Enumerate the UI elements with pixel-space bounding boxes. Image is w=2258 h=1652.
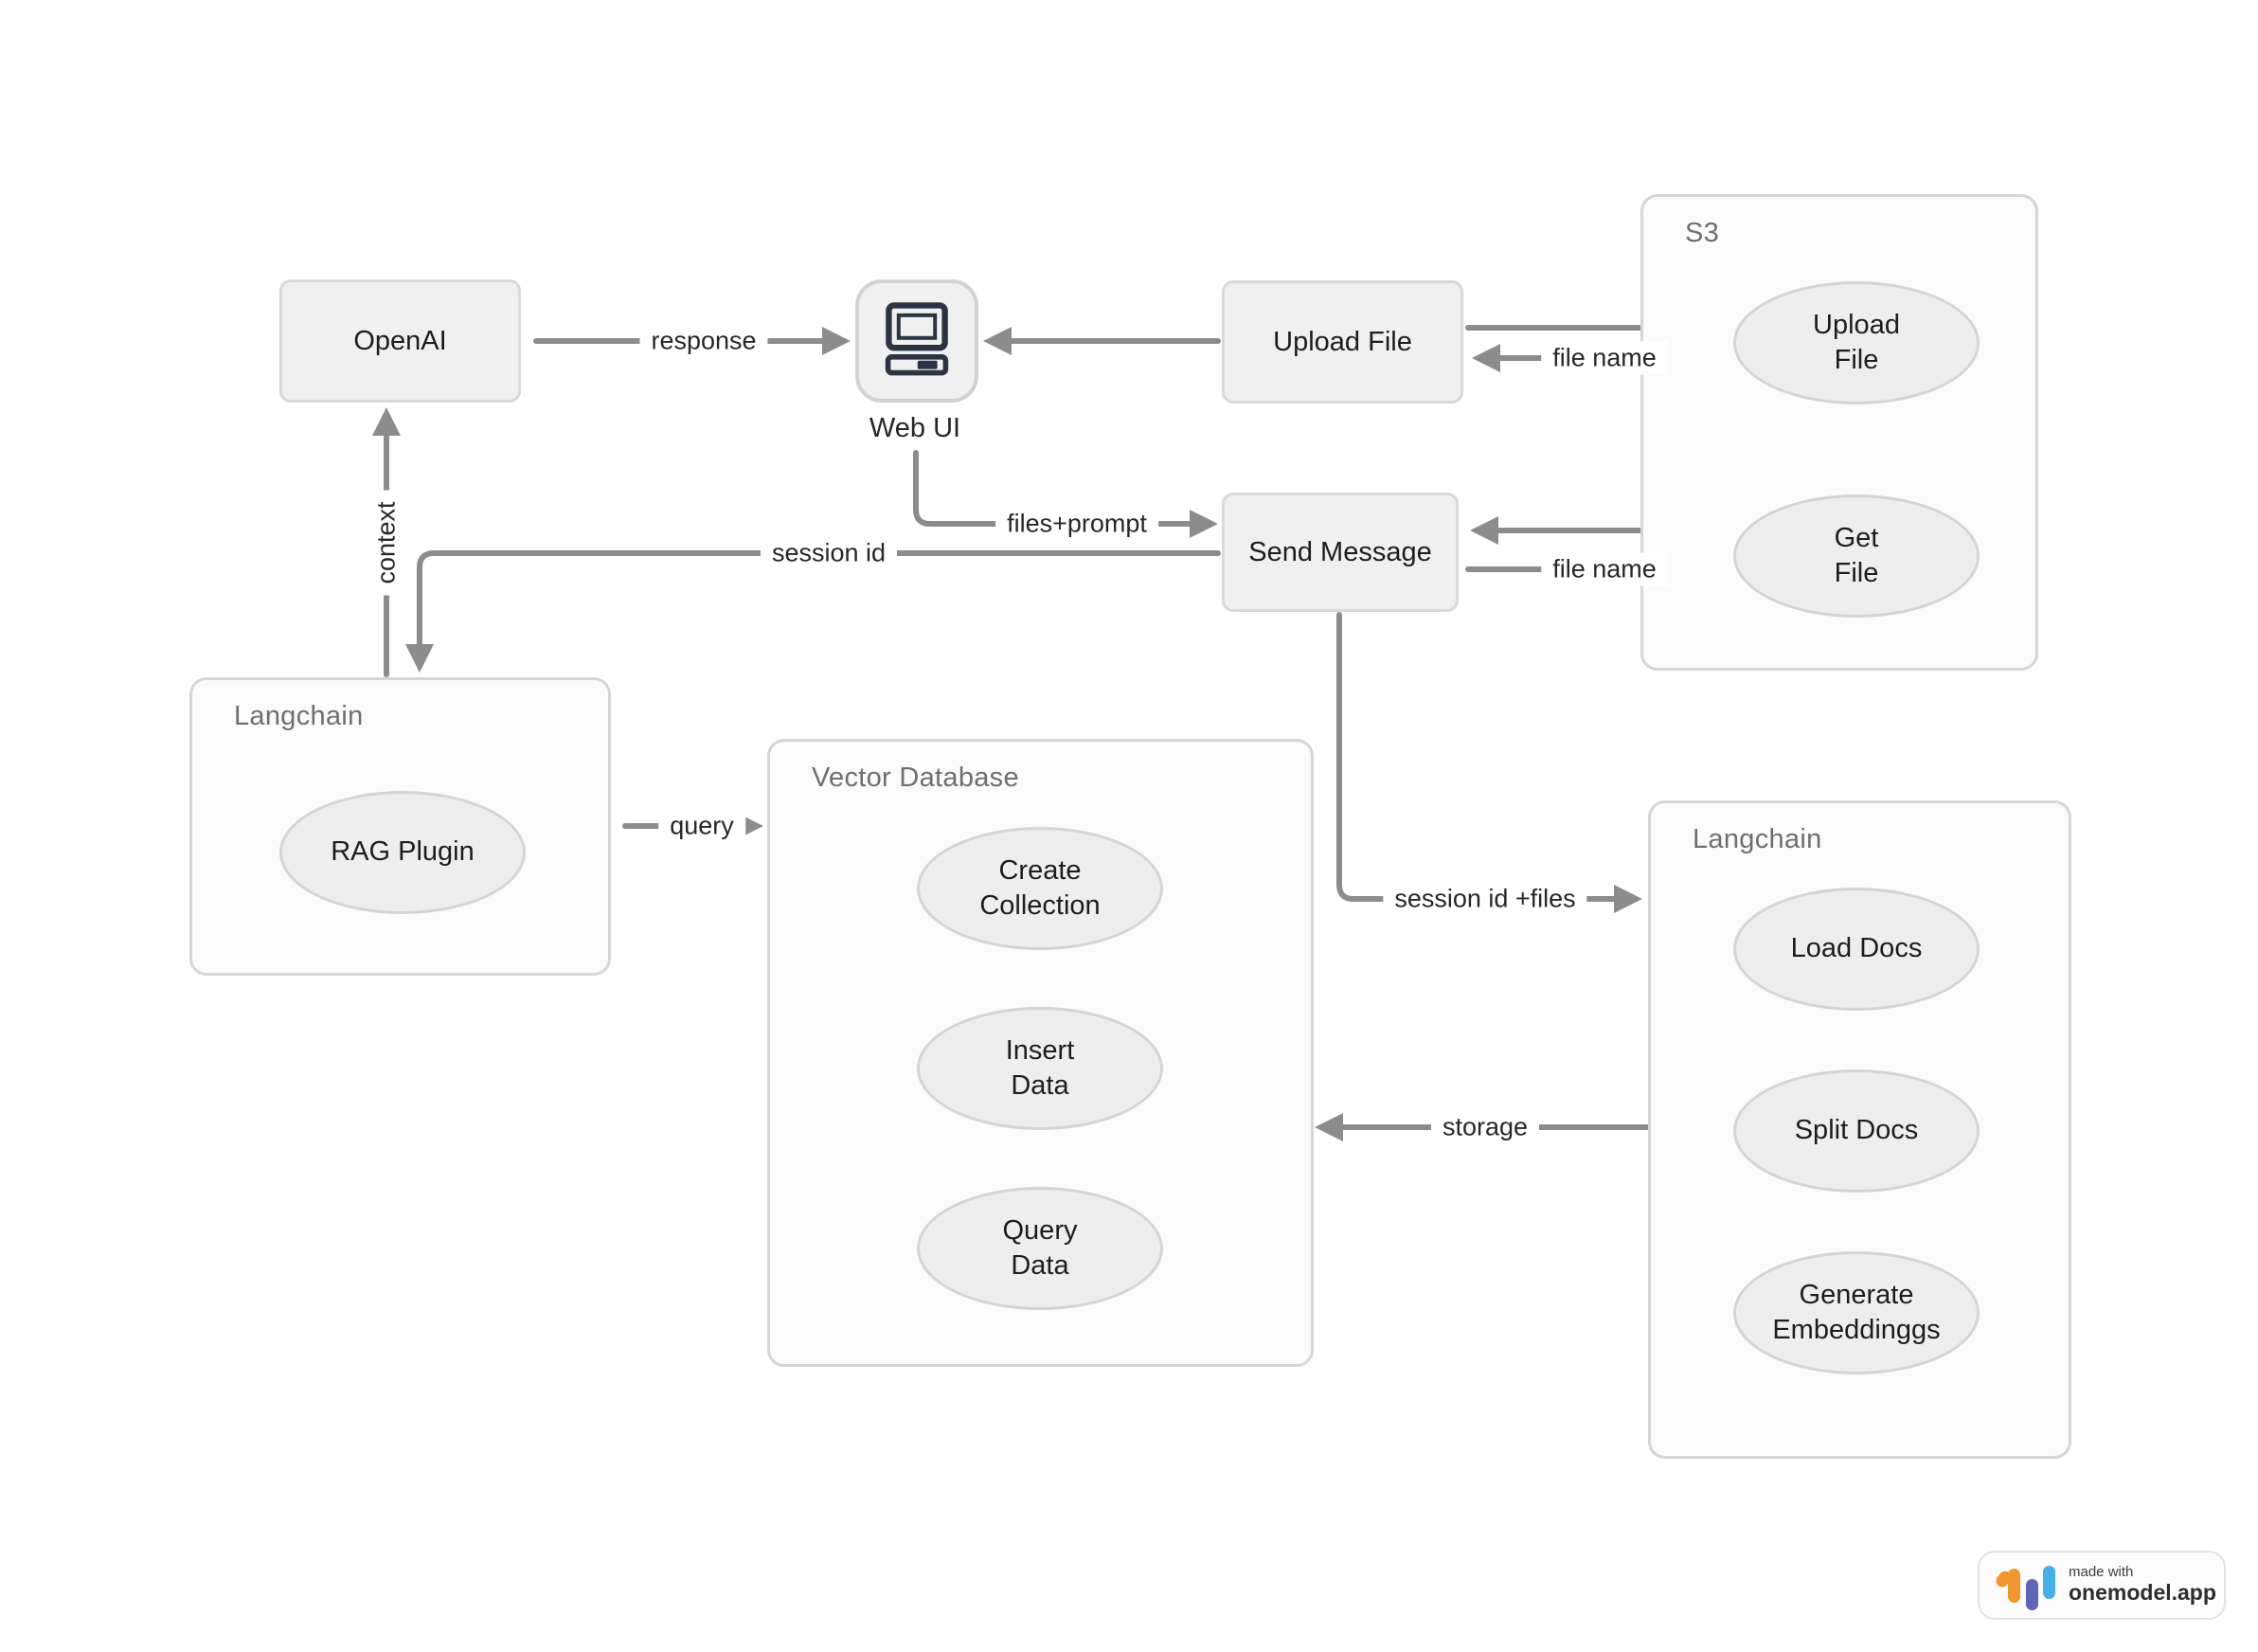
ellipse-rag-plugin[interactable]: RAG Plugin [279,791,526,914]
onemodel-badge[interactable]: made with onemodel.app [1978,1551,2226,1620]
computer-icon [885,302,949,376]
node-web-ui-label: Web UI [869,413,961,443]
edge-files-prompt [913,450,1218,538]
badge-brand-text: onemodel.app [2069,1580,2216,1606]
ellipse-create-collection-label: Create Collection [979,854,1101,921]
container-langchain-ingest-title: Langchain [1693,824,1822,854]
edge-label-session-id: session id [760,536,898,570]
edge-label-query: query [658,809,745,843]
logo-bar-purple [2026,1578,2038,1610]
ellipse-insert-data-label: Insert Data [1005,1034,1075,1101]
edge-label-context: context [369,490,403,596]
logo-bar-orange [2008,1568,2020,1603]
node-send-message[interactable]: Send Message [1222,493,1459,612]
edge-label-response: response [639,324,768,358]
ellipse-split-docs[interactable]: Split Docs [1733,1069,1980,1193]
logo-bar-blue [2043,1565,2055,1599]
ellipse-generate-embeddings-label: Generate Embeddinggs [1772,1279,1941,1345]
ellipse-create-collection[interactable]: Create Collection [917,827,1163,950]
node-web-ui[interactable] [855,279,978,403]
ellipse-s3-upload-file[interactable]: Upload File [1733,281,1980,404]
ellipse-split-docs-label: Split Docs [1794,1115,1919,1146]
edge-label-file-name-upload: file name [1541,341,1668,375]
badge-made-with-text: made with [2069,1564,2134,1581]
edge-session-id [405,550,1221,673]
ellipse-query-data-label: Query Data [1002,1214,1078,1281]
node-upload-file[interactable]: Upload File [1222,280,1463,404]
ellipse-load-docs-label: Load Docs [1790,933,1923,964]
edge-label-storage: storage [1430,1110,1540,1144]
container-langchain-rag-title: Langchain [234,701,364,731]
node-upload-file-label: Upload File [1273,326,1412,357]
ellipse-s3-get-file-label: Get File [1834,522,1879,588]
container-vector-database-title: Vector Database [812,763,1019,793]
edge-label-file-name-get: file name [1541,552,1668,586]
ellipse-s3-get-file[interactable]: Get File [1733,494,1980,618]
node-openai-label: OpenAI [353,325,447,356]
edge-label-files-prompt: files+prompt [995,507,1158,541]
container-s3-title: S3 [1685,218,1720,248]
node-send-message-label: Send Message [1248,536,1432,567]
ellipse-generate-embeddings[interactable]: Generate Embeddinggs [1733,1251,1980,1374]
edge-session-id-files [1336,612,1642,913]
onemodel-logo-icon [1993,1558,2055,1613]
ellipse-rag-plugin-label: RAG Plugin [331,836,475,868]
ellipse-insert-data[interactable]: Insert Data [917,1007,1163,1130]
ellipse-load-docs[interactable]: Load Docs [1733,888,1980,1011]
edge-label-session-id-files: session id +files [1383,882,1587,916]
ellipse-s3-upload-file-label: Upload File [1813,309,1900,375]
ellipse-query-data[interactable]: Query Data [917,1187,1163,1310]
node-openai[interactable]: OpenAI [279,279,521,403]
